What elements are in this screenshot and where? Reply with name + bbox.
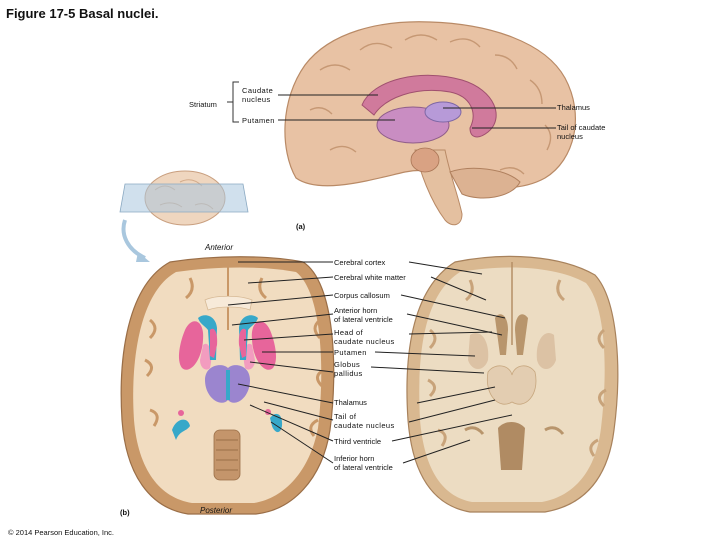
inferior-horn-label-line2: of lateral ventricle xyxy=(334,463,393,472)
transverse-section-illustration xyxy=(120,256,335,515)
caudate-label-line2: nucleus xyxy=(242,95,271,104)
transverse-section-photo xyxy=(406,255,619,513)
tail-caudate-b-label-line2: caudate nucleus xyxy=(334,421,395,430)
cerebral-white-matter-label: Cerebral white matter xyxy=(334,273,406,282)
sagittal-brain-illustration xyxy=(284,21,576,226)
putamen-label-a: Putamen xyxy=(242,116,275,125)
figure-title: Figure 17-5 Basal nuclei. xyxy=(6,6,159,21)
part-label-b: (b) xyxy=(120,508,130,517)
panel-b-left-leaders xyxy=(227,261,334,464)
thalamus-label-b: Thalamus xyxy=(334,398,367,407)
striatum-bracket xyxy=(232,81,239,123)
anterior-horn-label-line2: of lateral ventricle xyxy=(334,315,393,324)
copyright-credit: © 2014 Pearson Education, Inc. xyxy=(8,528,115,537)
tail-caudate-label-line2: nucleus xyxy=(557,132,583,141)
orientation-brain-icon xyxy=(119,170,249,226)
panel-b-right-leaders xyxy=(370,261,513,464)
putamen-label-b: Putamen xyxy=(334,348,367,357)
thalamus-label-a: Thalamus xyxy=(557,103,590,112)
third-ventricle-label: Third ventricle xyxy=(334,437,382,446)
posterior-label: Posterior xyxy=(200,506,233,515)
head-caudate-label-line2: caudate nucleus xyxy=(334,337,395,346)
inferior-horn-label-line1: Inferior horn xyxy=(334,454,375,463)
orientation-arrowhead xyxy=(136,252,150,262)
cerebral-cortex-label: Cerebral cortex xyxy=(334,258,386,267)
globus-label-line1: Globus xyxy=(334,360,361,369)
anterior-horn-label-line1: Anterior horn xyxy=(334,306,378,315)
anterior-label: Anterior xyxy=(205,243,234,252)
part-label-a: (a) xyxy=(296,222,306,231)
caudate-label-line1: Caudate xyxy=(242,86,274,95)
orientation-arrow xyxy=(121,219,146,260)
panel-a-leaders xyxy=(278,94,556,129)
tail-caudate-b-label-line1: Tail of xyxy=(334,412,357,421)
tail-caudate-label-line1: Tail of caudate xyxy=(557,123,606,132)
globus-label-line2: pallidus xyxy=(334,369,363,378)
head-caudate-label-line1: Head of xyxy=(334,328,364,337)
corpus-callosum-label: Corpus callosum xyxy=(334,291,390,300)
striatum-label: Striatum xyxy=(189,100,217,109)
